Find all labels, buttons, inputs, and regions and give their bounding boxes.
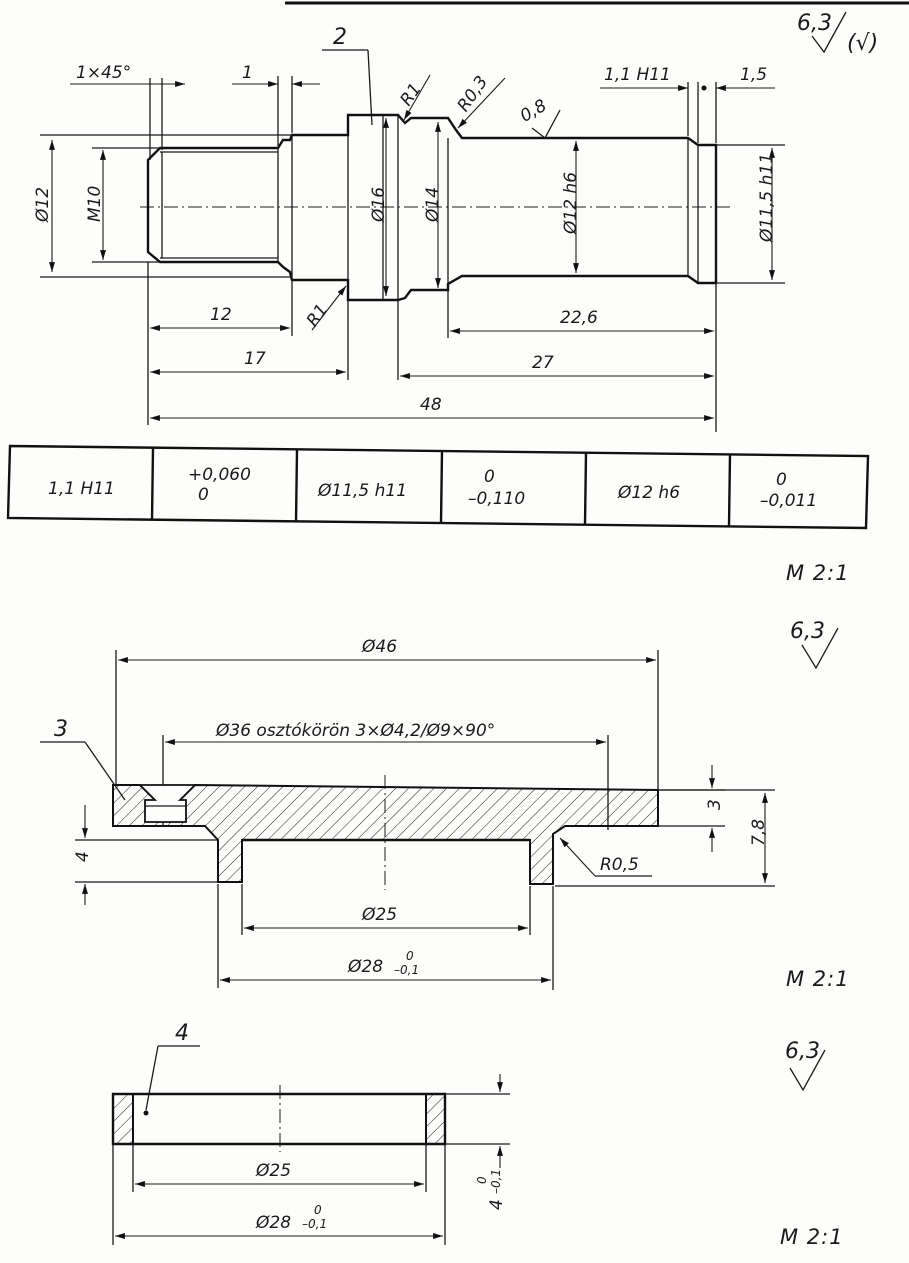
- dim-7-8: 7,8: [749, 819, 769, 846]
- roughness-value: 6,3: [790, 619, 825, 644]
- table-upper-2: 0: [484, 467, 495, 487]
- radius-r1-bottom: R1: [303, 300, 332, 330]
- dim-dia28-tol-upper: 0: [314, 1203, 322, 1217]
- dim-dia28-tol-lower: –0,1: [394, 963, 419, 977]
- dim-dia28: Ø28: [255, 1213, 291, 1233]
- dim-dia25: Ø25: [361, 905, 397, 925]
- table-upper-3: 0: [776, 470, 787, 490]
- ring-outline: [111, 1092, 447, 1146]
- dim-dia28-tol-upper: 0: [406, 949, 414, 963]
- roughness-other: (√): [847, 31, 878, 56]
- dim-dia25: Ø25: [255, 1161, 291, 1181]
- dim-dia46: Ø46: [361, 637, 397, 657]
- dim-len17: 17: [244, 349, 266, 369]
- groove-width-label: 1: [242, 63, 253, 83]
- ring-section-left: [112, 1093, 134, 1145]
- item-number-2: 2: [333, 25, 347, 50]
- roughness-value: 6,3: [797, 11, 832, 36]
- roughness-symbol: 6,3 (√): [797, 11, 878, 56]
- holes-note: Ø36 osztókörön 3×Ø4,2/Ø9×90°: [215, 721, 495, 741]
- length-15-label: 1,5: [740, 65, 767, 85]
- radius-r05: R0,5: [600, 855, 639, 875]
- table-fit-2: Ø11,5 h11: [317, 481, 407, 501]
- tolerance-table: 1,1 H11 +0,060 0 Ø11,5 h11 0 –0,110 Ø12 …: [6, 444, 870, 530]
- roughness-local: 0,8: [517, 96, 551, 127]
- item-number-3: 3: [54, 717, 68, 742]
- table-lower-3: –0,011: [760, 491, 817, 511]
- dim-4: 4: [73, 851, 93, 862]
- dim-dia16: Ø16: [369, 187, 389, 223]
- dim-thickness-tol-lower: –0,1: [489, 1169, 503, 1194]
- dim-dia12: Ø12: [33, 187, 53, 223]
- roughness-symbol: 6,3: [785, 1039, 826, 1092]
- dim-len22-6: 22,6: [560, 308, 598, 328]
- dim-dia11-5: Ø11,5 h11: [757, 153, 777, 243]
- roughness-symbol: 6,3: [790, 619, 839, 670]
- dim-dia28: Ø28: [347, 957, 383, 977]
- scale-part2: M 2:1: [786, 561, 850, 585]
- scale-part3: M 2:1: [786, 967, 850, 991]
- radius-r1-top: R1: [396, 80, 425, 110]
- groove-h11-label: 1,1 H11: [604, 65, 671, 85]
- part-4-ring: 6,3 4 4 0 –0,1 Ø25 Ø28 0 –0,1: [111, 1021, 826, 1245]
- table-fit-3: Ø12 h6: [617, 483, 680, 503]
- table-lower-2: –0,110: [468, 489, 525, 509]
- table-lower-1: 0: [198, 485, 209, 505]
- table-fit-1: 1,1 H11: [48, 479, 115, 499]
- dim-dia28-tol-lower: –0,1: [302, 1217, 327, 1231]
- chamfer-label: 1×45°: [76, 63, 131, 83]
- dim-m10: M10: [85, 186, 105, 222]
- roughness-value: 6,3: [785, 1039, 820, 1064]
- dim-len48: 48: [420, 395, 442, 415]
- part-2-shaft: 6,3 (√) 2 1×45° 1 R1: [33, 11, 878, 432]
- table-upper-1: +0,060: [188, 465, 251, 485]
- dim-thickness: 4: [487, 1199, 507, 1210]
- dim-len12: 12: [210, 305, 232, 325]
- dim-dia12h6: Ø12 h6: [561, 172, 581, 235]
- item-number-4: 4: [175, 1021, 189, 1046]
- radius-r03-label: R0,3: [454, 72, 493, 115]
- dim-thickness-tol-upper: 0: [475, 1176, 489, 1184]
- dim-dia14: Ø14: [423, 187, 443, 223]
- part-3-flange: 6,3 Ø46 Ø36 osztókörön 3×Ø4,2/Ø9×90° 3 3: [40, 619, 839, 990]
- ring-section-right: [425, 1093, 446, 1145]
- scale-part4: M 2:1: [780, 1225, 844, 1249]
- dim-len27: 27: [532, 353, 554, 373]
- dim-3: 3: [705, 799, 725, 810]
